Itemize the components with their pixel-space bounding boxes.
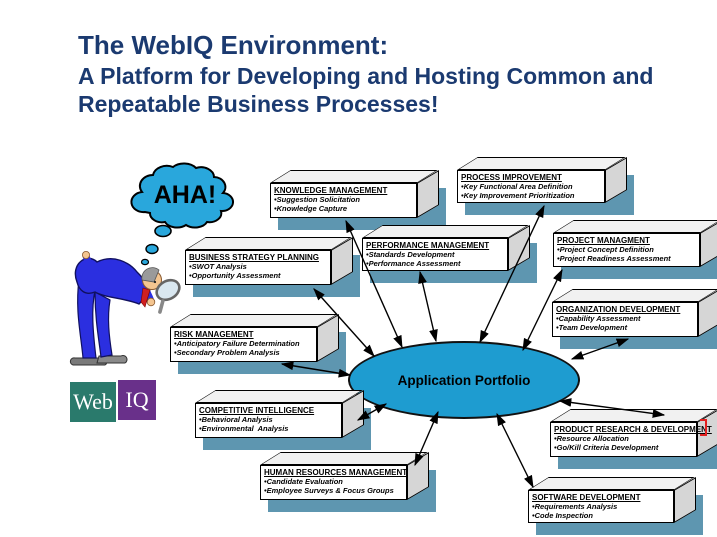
- box-bullet: •Anticipatory Failure Determination: [174, 339, 300, 348]
- bubble-text: AHA!: [153, 181, 217, 209]
- box-top-face: [457, 157, 626, 170]
- box-top-face: [270, 170, 438, 183]
- logo-web-block: Web: [70, 382, 116, 422]
- magnifying-glass-icon: [155, 278, 181, 314]
- box-top-face: [550, 409, 717, 422]
- box-bullet: •Suggestion Solicitation: [274, 195, 360, 204]
- box-front-face: KNOWLEDGE MANAGEMENT •Suggestion Solicit…: [270, 183, 417, 218]
- box-software-development: SOFTWARE DEVELOPMENT •Requirements Analy…: [528, 476, 703, 535]
- box-title: ORGANIZATION DEVELOPMENT: [556, 305, 681, 314]
- box-title: PROJECT MANAGMENT: [557, 236, 650, 245]
- application-portfolio-ellipse: Application Portfolio: [348, 341, 580, 419]
- box-front-face: ORGANIZATION DEVELOPMENT •Capability Ass…: [552, 302, 698, 337]
- box-bullet: •Opportunity Assessment: [189, 271, 281, 280]
- box-top-face: [260, 452, 428, 465]
- box-human-resources-management: HUMAN RESOURCES MANAGEMENT •Candidate Ev…: [260, 451, 436, 512]
- box-process-improvement: PROCESS IMPROVEMENT •Key Functional Area…: [457, 156, 634, 215]
- box-front-face: RISK MANAGEMENT •Anticipatory Failure De…: [170, 327, 317, 362]
- box-risk-management: RISK MANAGEMENT •Anticipatory Failure De…: [170, 313, 346, 374]
- box-knowledge-management: KNOWLEDGE MANAGEMENT •Suggestion Solicit…: [270, 169, 446, 230]
- box-title: BUSINESS STRATEGY PLANNING: [189, 253, 319, 262]
- arrow-software: [496, 412, 534, 489]
- thought-bubble-icon: [130, 162, 235, 266]
- box-bullet: •Environmental Analysis: [199, 424, 289, 433]
- box-top-face: [362, 225, 529, 238]
- box-bullet: •Performance Assessment: [366, 259, 461, 268]
- box-business-strategy-planning: BUSINESS STRATEGY PLANNING •SWOT Analysi…: [185, 236, 360, 297]
- box-front-face: PROCESS IMPROVEMENT •Key Functional Area…: [457, 170, 605, 203]
- box-bullet: •Secondary Problem Analysis: [174, 348, 280, 357]
- title-line-3: Repeatable Business Processes!: [78, 90, 439, 117]
- box-front-face: PRODUCT RESEARCH & DEVELOPMENT •Resource…: [550, 422, 712, 457]
- box-title: PRODUCT RESEARCH & DEVELOPMENT: [554, 425, 712, 434]
- box-bullet: •Go/Kill Criteria Development: [554, 443, 659, 452]
- box-front-face: SOFTWARE DEVELOPMENT •Requirements Analy…: [528, 490, 674, 523]
- box-title: HUMAN RESOURCES MANAGEMENT: [264, 468, 408, 477]
- box-title: PROCESS IMPROVEMENT: [461, 173, 562, 182]
- box-bullet: •Standards Development: [366, 250, 455, 259]
- title-line-1: The WebIQ Environment:: [78, 30, 389, 60]
- box-bullet: •Capability Assessment: [556, 314, 641, 323]
- box-front-face: PERFORMANCE MANAGEMENT •Standards Develo…: [362, 238, 508, 271]
- box-top-face: [553, 220, 717, 233]
- box-top-face: [528, 477, 695, 490]
- box-bullet: •Team Development: [556, 323, 628, 332]
- box-competitive-intelligence: COMPETITIVE INTELLIGENCE •Behavioral Ana…: [195, 389, 371, 450]
- box-title: PERFORMANCE MANAGEMENT: [366, 241, 490, 250]
- box-top-face: [552, 289, 717, 302]
- box-top-face: [195, 390, 363, 403]
- box-bullet: •Resource Allocation: [554, 434, 629, 443]
- box-bullet: •Project Concept Definition: [557, 245, 654, 254]
- box-organization-development: ORGANIZATION DEVELOPMENT •Capability Ass…: [552, 288, 717, 349]
- box-product-research-development: PRODUCT RESEARCH & DEVELOPMENT •Resource…: [550, 408, 717, 469]
- box-bullet: •Knowledge Capture: [274, 204, 348, 213]
- box-front-face: PROJECT MANAGMENT •Project Concept Defin…: [553, 233, 700, 267]
- box-front-face: COMPETITIVE INTELLIGENCE •Behavioral Ana…: [195, 403, 342, 438]
- box-title: RISK MANAGEMENT: [174, 330, 254, 339]
- box-bullet: •Code Inspection: [532, 511, 593, 520]
- box-bullet: •Key Improvement Prioritization: [461, 191, 575, 200]
- inspector-man-icon: [69, 250, 181, 366]
- box-performance-management: PERFORMANCE MANAGEMENT •Standards Develo…: [362, 224, 537, 283]
- box-bullet: •SWOT Analysis: [189, 262, 247, 271]
- box-front-face: HUMAN RESOURCES MANAGEMENT •Candidate Ev…: [260, 465, 407, 500]
- ellipse-label: Application Portfolio: [397, 372, 531, 388]
- red-artifact-mark: [700, 419, 707, 436]
- box-title: KNOWLEDGE MANAGEMENT: [274, 186, 388, 195]
- box-bullet: •Key Functional Area Definition: [461, 182, 573, 191]
- logo-iq-block: IQ: [118, 380, 156, 420]
- box-top-face: [170, 314, 338, 327]
- box-bullet: •Employee Surveys & Focus Groups: [264, 486, 394, 495]
- box-title: COMPETITIVE INTELLIGENCE: [199, 406, 315, 415]
- slide-title: The WebIQ Environment: A Platform for De…: [78, 30, 653, 118]
- box-bullet: •Project Readiness Assessment: [557, 254, 671, 263]
- box-project-management: PROJECT MANAGMENT •Project Concept Defin…: [553, 219, 717, 279]
- box-bullet: •Requirements Analysis: [532, 502, 618, 511]
- box-title: SOFTWARE DEVELOPMENT: [532, 493, 641, 502]
- box-front-face: BUSINESS STRATEGY PLANNING •SWOT Analysi…: [185, 250, 331, 285]
- box-top-face: [185, 237, 352, 250]
- box-bullet: •Behavioral Analysis: [199, 415, 273, 424]
- title-line-2: A Platform for Developing and Hosting Co…: [78, 62, 654, 89]
- box-bullet: •Candidate Evaluation: [264, 477, 343, 486]
